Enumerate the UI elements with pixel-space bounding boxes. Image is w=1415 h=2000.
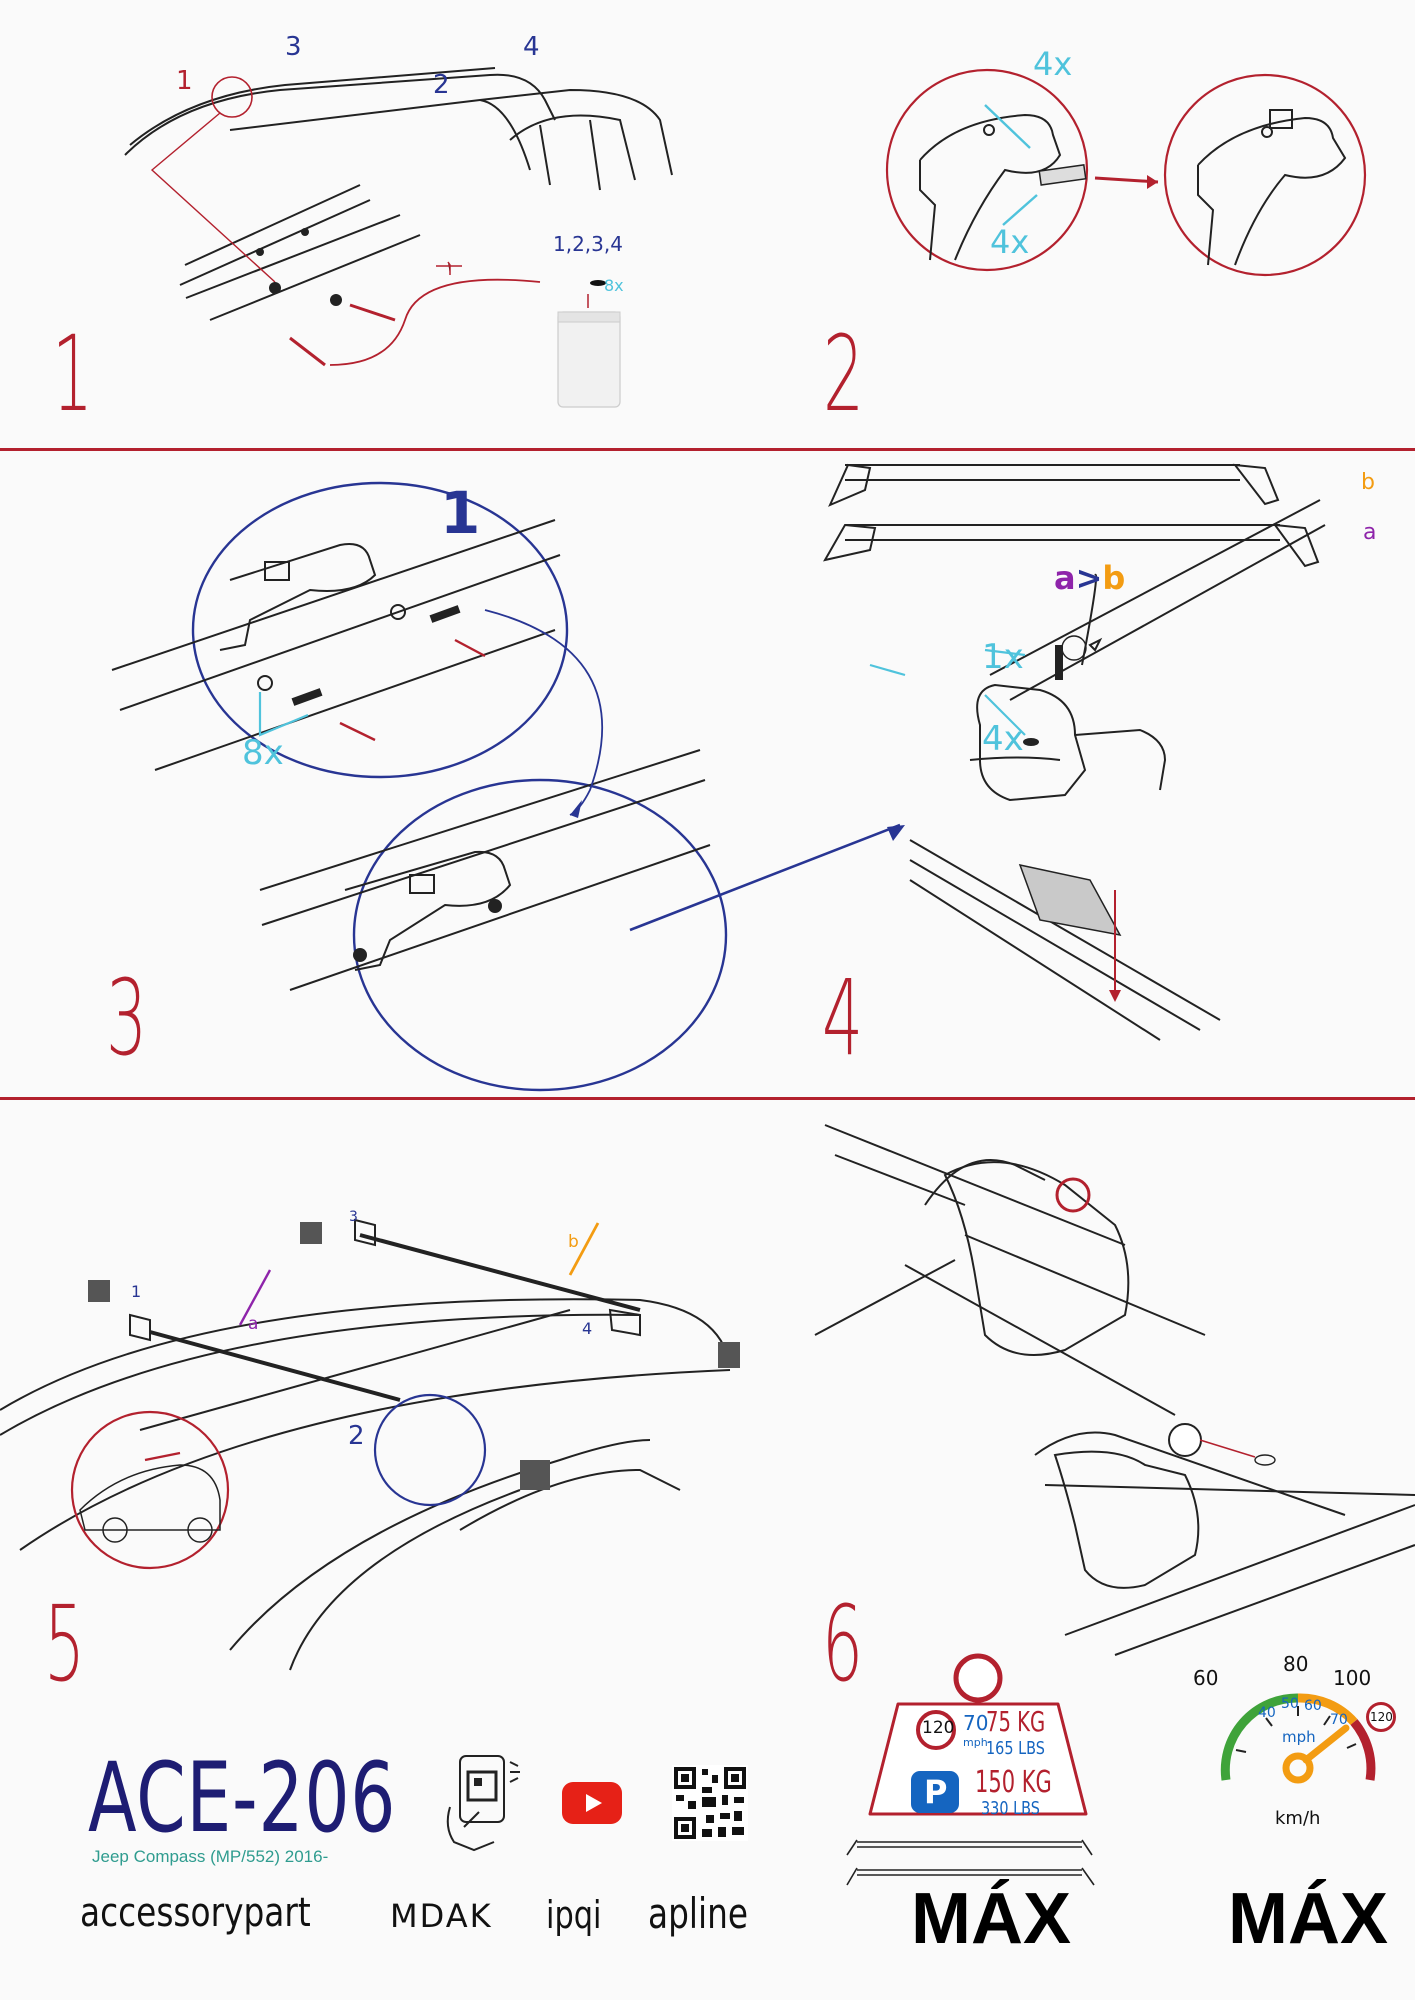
step5-label-a: a <box>248 1314 259 1334</box>
step5-label-b: b <box>568 1232 579 1252</box>
step-number-3: 3 <box>106 957 148 1079</box>
step5-foot-3: 3 <box>349 1209 358 1225</box>
step1-callout-2: 2 <box>433 70 450 100</box>
brand-mdak: MDAK <box>390 1897 493 1935</box>
qr-code-icon[interactable] <box>672 1765 748 1841</box>
speed-max-label: MÁX <box>1228 1879 1388 1959</box>
step-number-5: 5 <box>44 1583 86 1705</box>
youtube-icon[interactable] <box>562 1782 622 1824</box>
load-75-kg: 75 KG <box>986 1705 1046 1738</box>
load-70: 70 <box>963 1711 989 1735</box>
speedometer-kmh-100: 100 <box>1333 1666 1372 1690</box>
step4-key-count: 1x <box>982 637 1024 677</box>
step-number-4: 4 <box>822 957 864 1079</box>
step1-callout-3: 3 <box>285 32 302 62</box>
section-divider-1 <box>0 448 1415 451</box>
speed-limit-120-sign <box>1366 1702 1396 1732</box>
speedometer-unit: km/h <box>1275 1808 1321 1829</box>
step1-roof-drawing <box>124 67 673 408</box>
load-max-label: MÁX <box>911 1879 1071 1959</box>
step5-foot-4: 4 <box>582 1319 593 1338</box>
step1-callout-4: 4 <box>523 32 540 62</box>
step5-foot-2: 2 <box>348 1421 365 1451</box>
step-number-1: 1 <box>52 313 94 435</box>
step2-bottom-count: 4x <box>990 223 1030 261</box>
load-330-lbs: 330 LBS <box>981 1798 1040 1819</box>
phone-qr-scan-icon <box>446 1755 520 1852</box>
speedometer-mph-50: 50 <box>1281 1696 1299 1712</box>
brand-apline: apline <box>648 1889 748 1938</box>
step4-rule-b: b <box>1102 559 1126 597</box>
step4-bar-b-label: b <box>1361 470 1375 495</box>
section-divider-2 <box>0 1097 1415 1100</box>
vehicle-compatibility: Jeep Compass (MP/552) 2016- <box>92 1847 329 1866</box>
step1-bag-count: 8x <box>604 276 624 295</box>
step4-rule-a: a <box>1054 559 1076 597</box>
model-code: ACE-206 <box>88 1742 397 1854</box>
step4-bars-and-foot-drawing <box>823 463 1326 1041</box>
step3-zoom-label: 1 <box>440 479 481 547</box>
step4-bolt-count: 4x <box>982 719 1024 759</box>
load-150-kg: 150 KG <box>975 1765 1052 1800</box>
step4-bar-a-label: a <box>1363 520 1377 545</box>
step4-size-rule: a>b <box>1054 562 1125 594</box>
step3-washer-count: 8x <box>242 733 284 773</box>
brand-ipqi: ipqi <box>546 1893 602 1937</box>
load-mph: mph <box>963 1736 988 1749</box>
speedometer-mph-70: 70 <box>1330 1712 1348 1728</box>
step-number-6: 6 <box>822 1583 864 1705</box>
step5-foot-1: 1 <box>131 1282 142 1301</box>
step-number-2: 2 <box>823 313 865 435</box>
step3-rail-detail-drawing <box>111 481 901 1092</box>
speedometer-kmh-80: 80 <box>1283 1652 1309 1676</box>
speed-limit-120-text: 120 <box>1370 1710 1393 1724</box>
load-weight-tag <box>868 1653 1088 1816</box>
step2-foot-pad-drawing <box>885 68 1367 277</box>
step5-car-roof-drawing <box>0 1218 740 1671</box>
brand-accessorypart: accessorypart <box>80 1890 311 1936</box>
speed-sign-120: 120 <box>922 1718 955 1738</box>
speedometer-mph-label: mph <box>1282 1728 1316 1746</box>
load-165-lbs: 165 LBS <box>986 1738 1045 1759</box>
speedometer-gauge <box>1220 1693 1376 1784</box>
step6-lock-drawing <box>814 1124 1415 1656</box>
step1-bag-label: 1,2,3,4 <box>553 232 623 256</box>
speedometer-kmh-60: 60 <box>1193 1666 1219 1690</box>
parking-sign: P <box>924 1773 948 1811</box>
step4-rule-gt: > <box>1075 559 1103 597</box>
speedometer-mph-40: 40 <box>1258 1705 1276 1721</box>
load-rack-mini-icon <box>846 1839 1095 1886</box>
step2-top-count: 4x <box>1033 45 1073 83</box>
speedometer-mph-60: 60 <box>1304 1698 1322 1714</box>
step1-callout-1: 1 <box>176 66 193 96</box>
step3-arrowhead <box>887 825 905 841</box>
